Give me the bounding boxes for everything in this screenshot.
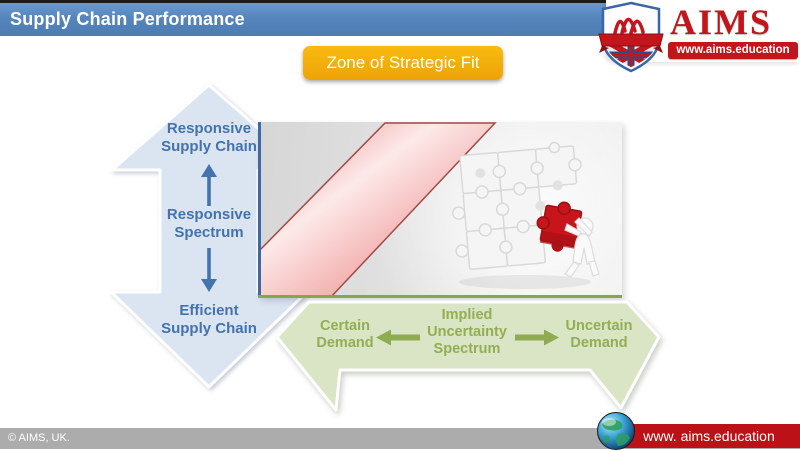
aims-crest-icon xyxy=(598,1,664,73)
left-arrow-icon xyxy=(376,329,420,346)
label-implied-uncertainty-spectrum: Implied Uncertainty Spectrum xyxy=(427,307,507,358)
footer-website-text: www. aims.education xyxy=(643,428,775,444)
strategic-fit-band xyxy=(258,122,497,298)
down-arrow-icon xyxy=(201,248,217,292)
copyright-text: © AIMS, UK. xyxy=(8,432,70,444)
globe-icon xyxy=(597,412,635,450)
puzzle-illustration xyxy=(451,141,600,289)
label-responsive-supply-chain: Responsive Supply Chain xyxy=(161,120,257,155)
logo-website-badge: www.aims.education xyxy=(668,42,798,59)
right-arrow-icon xyxy=(515,329,559,346)
strategic-fit-chart xyxy=(258,122,622,298)
label-efficient-supply-chain: Efficient Supply Chain xyxy=(161,302,257,337)
label-certain-demand: Certain Demand xyxy=(316,318,374,352)
footer-website-bar: www. aims.education xyxy=(618,424,800,448)
header-bar: Supply Chain Performance xyxy=(0,3,672,36)
label-uncertain-demand: Uncertain Demand xyxy=(565,318,633,352)
up-arrow-icon xyxy=(201,164,217,206)
label-responsive-spectrum: Responsive Spectrum xyxy=(166,206,252,241)
horizontal-spectrum-arrow xyxy=(275,300,661,412)
aims-logo-wordmark: AIMS xyxy=(670,2,773,42)
zone-of-strategic-fit-badge: Zone of Strategic Fit xyxy=(303,46,503,80)
top-accent-strip xyxy=(0,0,800,3)
x-axis-line xyxy=(258,295,622,298)
y-axis-line xyxy=(258,122,261,298)
page-title: Supply Chain Performance xyxy=(10,9,245,29)
